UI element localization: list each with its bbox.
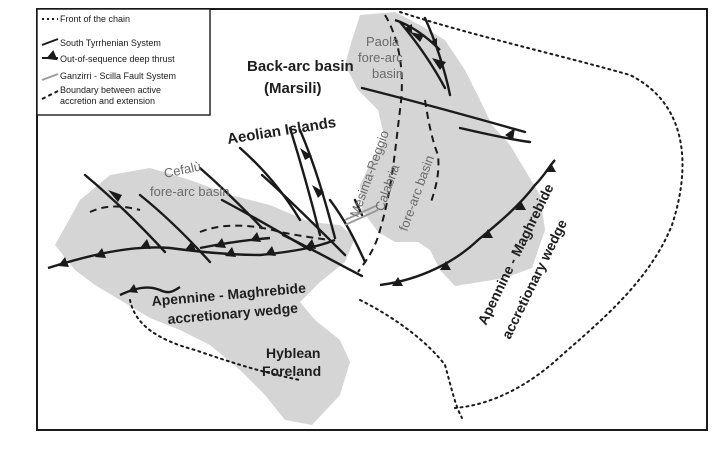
label-paola-2: fore-arc [358, 50, 403, 65]
fault-line-2 [138, 193, 212, 264]
boundary-calabria-line [357, 14, 403, 273]
calabria-landmass [345, 12, 545, 286]
thrust-tooth [58, 257, 69, 267]
label-cefalu-1: Cefalù [163, 158, 203, 180]
fault-line-7 [288, 126, 322, 237]
boundary-west-line [89, 205, 141, 213]
arrow-head-6 [432, 58, 446, 70]
fault-line-6 [260, 173, 347, 257]
dashed-line-icon [41, 90, 59, 100]
fault-line-8 [298, 128, 337, 240]
thrust-tooth [405, 24, 412, 34]
boundary-calabria-east-line [424, 99, 440, 206]
legend: Front of the chain South Tyrrhenian Syst… [36, 8, 211, 116]
arrow-head-1 [108, 190, 122, 202]
fault-line-13 [398, 20, 447, 90]
fault-line-3 [198, 166, 264, 230]
legend-label-ganzirri: Ganzirri - Scilla Fault System [60, 71, 176, 81]
thrust-tooth [482, 229, 493, 238]
fault-line-9 [328, 198, 367, 264]
boundary-dashed-lines [89, 14, 440, 273]
fault-line-5 [238, 146, 302, 222]
arrow-head-2 [300, 148, 312, 160]
legend-label-boundary-2: accretion and extension [60, 96, 155, 106]
map-frame [36, 8, 708, 431]
label-backarc-1: Back-arc basin [247, 58, 354, 75]
label-hyblean-2: Foreland [262, 363, 321, 379]
fault-line-10 [281, 233, 364, 278]
thrust-tooth [250, 232, 261, 242]
legend-label-front: Front of the chain [60, 14, 130, 24]
label-cefalu-2: fore-arc basin [150, 184, 229, 199]
thrust-teeth [58, 24, 556, 293]
thrust-tooth [545, 163, 556, 172]
thrust-tooth [128, 284, 138, 293]
thrust-tooth [430, 38, 437, 48]
fault-arrows [108, 32, 515, 202]
thrust-tooth [440, 261, 451, 270]
thrust-tooth [225, 247, 236, 257]
thrust-tooth [265, 246, 276, 256]
thrust-sicily-inner [199, 236, 271, 250]
arrow-head-3 [312, 185, 324, 198]
thrust-tooth [215, 238, 226, 248]
fault-line-11 [360, 86, 527, 134]
front-south-line [359, 299, 463, 419]
ganzirri-scilla-fault [344, 204, 379, 226]
legend-label-thrust: Out-of-sequence deep thrust [60, 54, 175, 64]
label-hyblean-1: Hyblean [266, 345, 320, 361]
label-aeolian: Aeolian Islands [226, 114, 337, 148]
fault-line-14 [423, 16, 452, 97]
fault-line-1 [83, 173, 167, 254]
thrust-tooth [95, 248, 106, 258]
solid-fault-icon [41, 38, 59, 46]
thrust-tooth [185, 241, 196, 251]
label-backarc-2: (Marsili) [264, 80, 322, 97]
thrust-tooth [140, 239, 151, 249]
fault-line-12 [458, 126, 532, 144]
legend-label-south-tyrrhenian: South Tyrrhenian System [60, 38, 161, 48]
label-paola-3: basin [372, 66, 403, 81]
legend-box [36, 8, 211, 116]
arrow-head-4 [505, 128, 515, 140]
thrust-tooth [392, 277, 403, 286]
thrust-triangle-icon [42, 50, 58, 61]
front-north-east-line [399, 11, 684, 409]
thrust-tooth [305, 239, 316, 249]
thrust-tooth [515, 201, 526, 210]
front-sicily-line [129, 299, 301, 381]
thrust-calabria-east [379, 159, 556, 287]
label-paola-1: Paola [366, 34, 400, 49]
front-of-chain-lines [129, 11, 684, 419]
double-line-fault-icon [41, 73, 59, 81]
legend-label-boundary-1: Boundary between active [60, 85, 161, 95]
south-tyrrhenian-faults [83, 16, 532, 278]
